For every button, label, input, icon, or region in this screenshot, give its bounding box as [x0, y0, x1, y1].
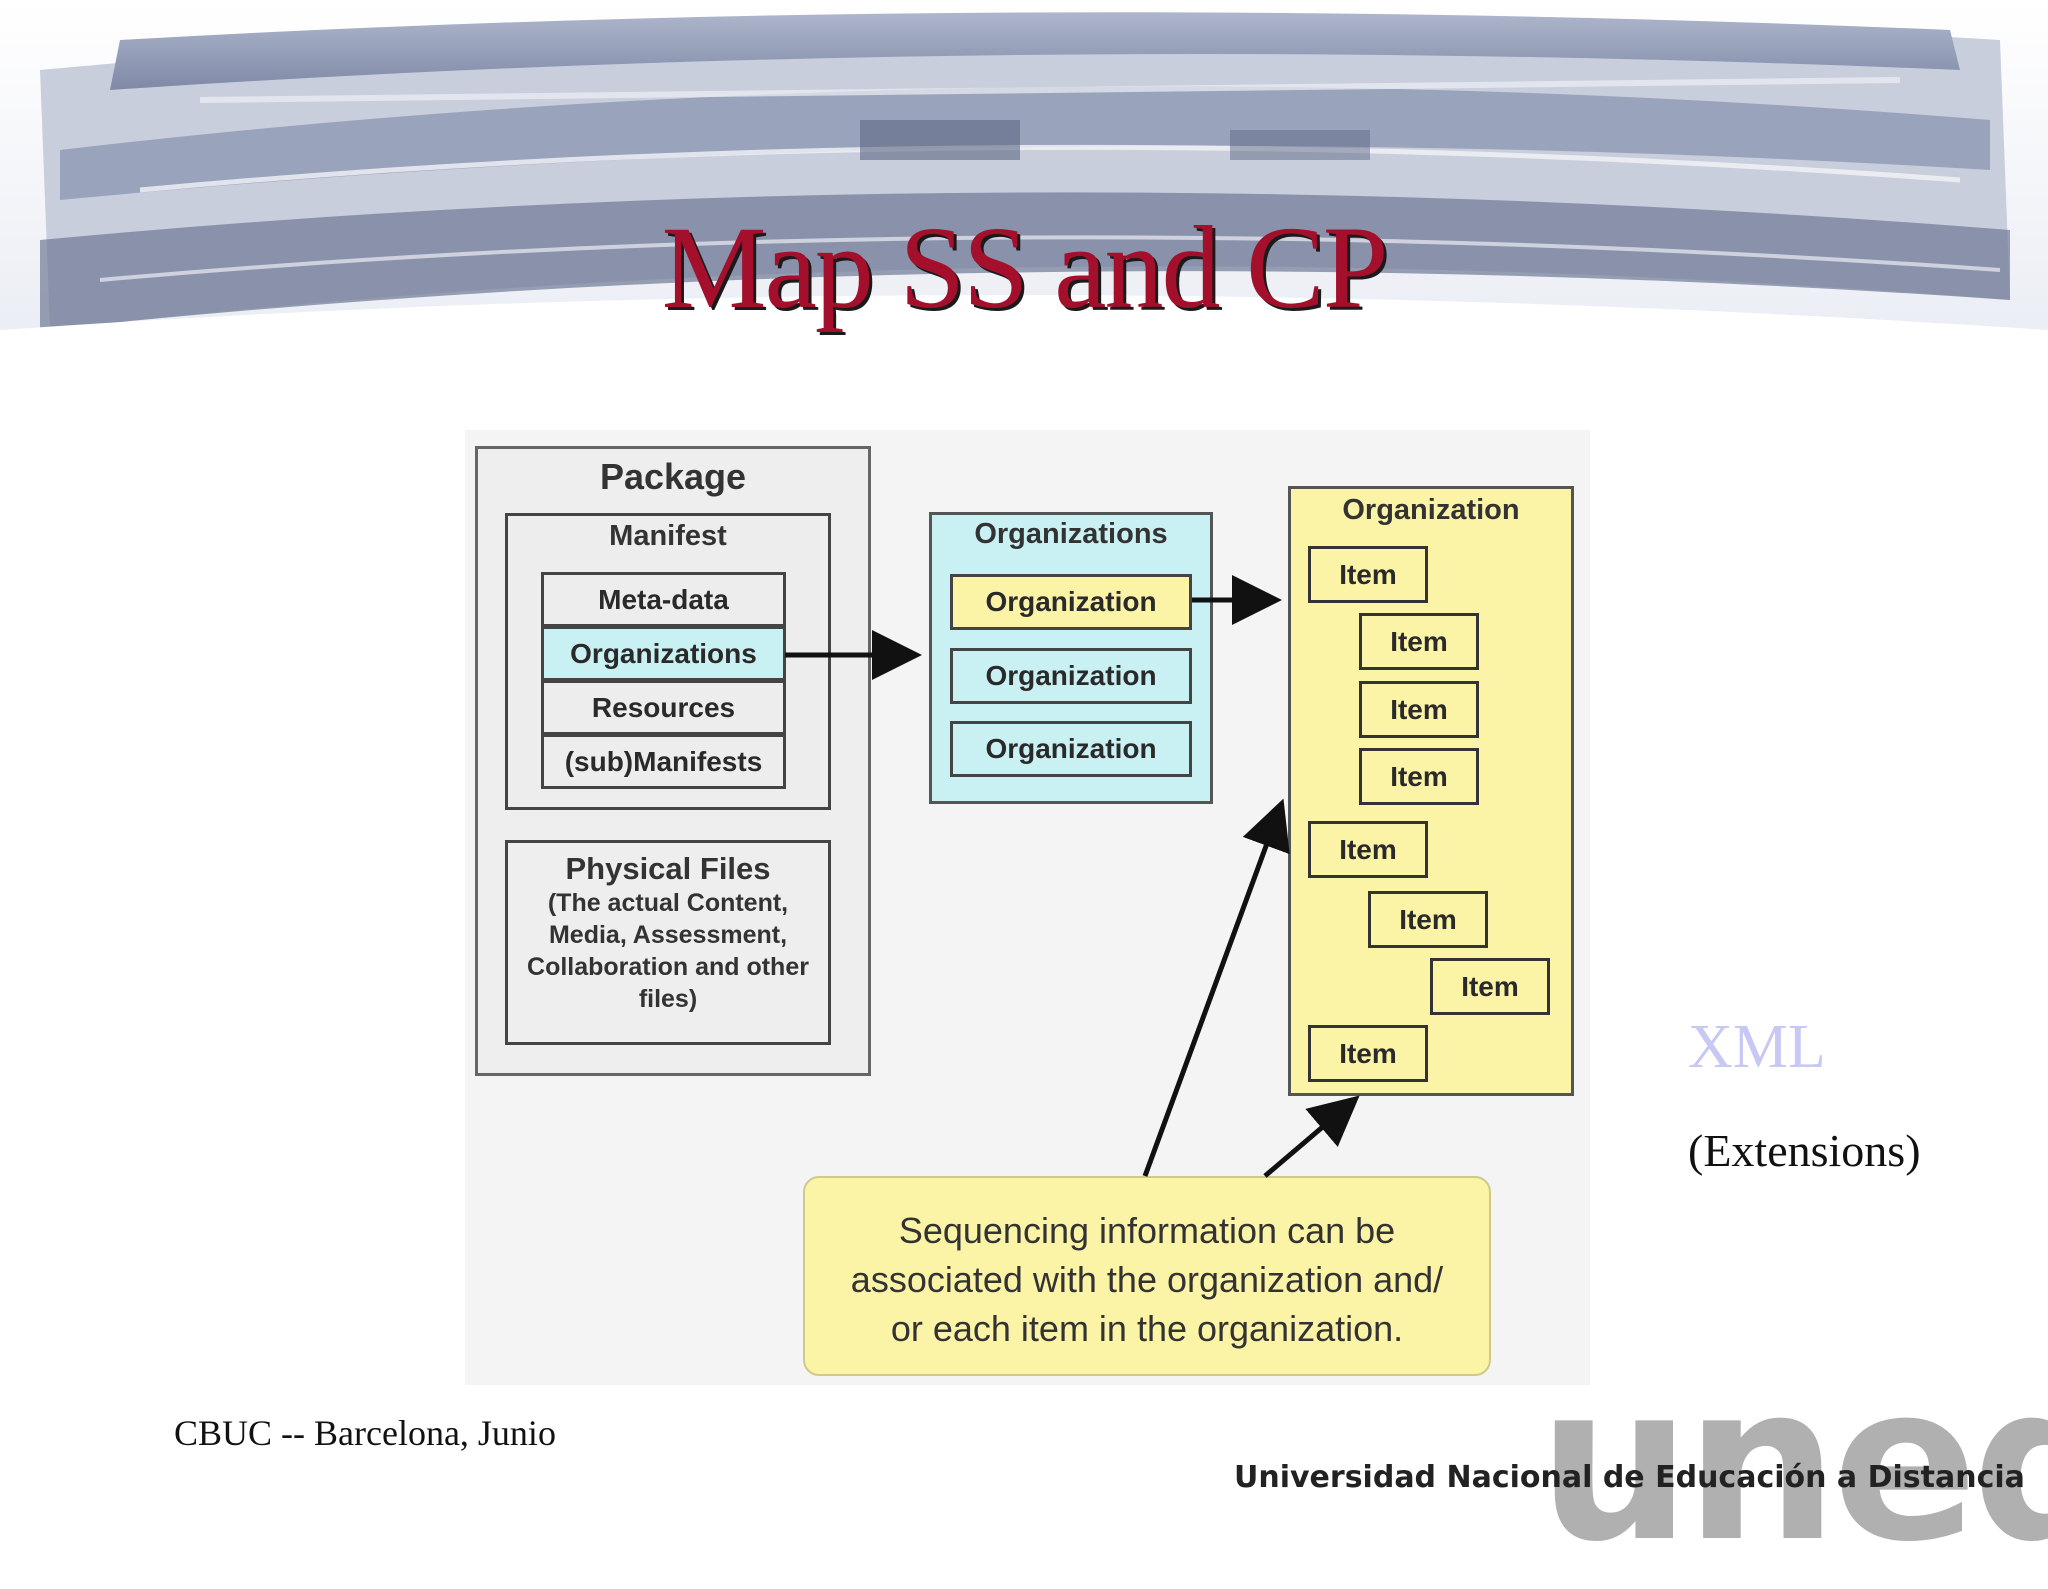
organization-item: Item — [1359, 613, 1479, 670]
organization-item: Item — [1308, 821, 1428, 878]
footer-location-text: CBUC -- Barcelona, Junio — [174, 1413, 556, 1453]
sequencing-note-line: Sequencing information can be — [898, 1210, 1396, 1251]
organizations-label: Organizations — [974, 518, 1168, 550]
manifest-row-resources: Resources — [541, 680, 786, 735]
physical-files-line: (The actual Content, — [547, 889, 789, 917]
organization-label: Organization — [1342, 494, 1520, 526]
extensions-label: (Extensions) — [1688, 1125, 1921, 1176]
arrow-note-to-item — [1263, 1095, 1360, 1178]
organization-item: Item — [1359, 681, 1479, 738]
organization-item: Item — [1359, 748, 1479, 805]
manifest-row-metadata: Meta-data — [541, 572, 786, 627]
organizations-row-organization: Organization — [950, 721, 1192, 777]
university-name: Universidad Nacional de Educación a Dist… — [1234, 1460, 2025, 1495]
sequencing-note-line: associated with the organization and/ — [850, 1259, 1444, 1300]
physical-files-line: Media, Assessment, — [548, 921, 788, 949]
physical-files-title: Physical Files — [565, 851, 771, 886]
manifest-label: Manifest — [609, 520, 727, 552]
physical-files-box: Physical Files (The actual Content, Medi… — [505, 840, 831, 1045]
slide-title: Map SS and CP — [661, 202, 1389, 333]
diagram-arrows — [785, 575, 1360, 1178]
package-label: Package — [599, 456, 747, 497]
uned-logo: uned — [1538, 1338, 2048, 1589]
organization-item: Item — [1368, 891, 1488, 948]
manifest-row-organizations: Organizations — [541, 626, 786, 681]
sequencing-note-line: or each item in the organization. — [890, 1308, 1404, 1349]
banner-background-image — [0, 0, 2048, 380]
arrow-note-to-organization — [1142, 798, 1290, 1177]
physical-files-line: Collaboration and other — [527, 953, 809, 981]
xml-label: XML — [1688, 1013, 1826, 1081]
organization-item: Item — [1308, 1025, 1428, 1082]
sequencing-note: Sequencing information can be associated… — [803, 1176, 1491, 1376]
organization-item: Item — [1308, 546, 1428, 603]
manifest-row-submanifests: (sub)Manifests — [541, 734, 786, 789]
organization-item: Item — [1430, 958, 1550, 1015]
header-banner: Map SS and CP — [0, 0, 2048, 380]
physical-files-line: files) — [638, 985, 698, 1013]
organizations-row-organization: Organization — [950, 574, 1192, 630]
organizations-row-organization: Organization — [950, 648, 1192, 704]
